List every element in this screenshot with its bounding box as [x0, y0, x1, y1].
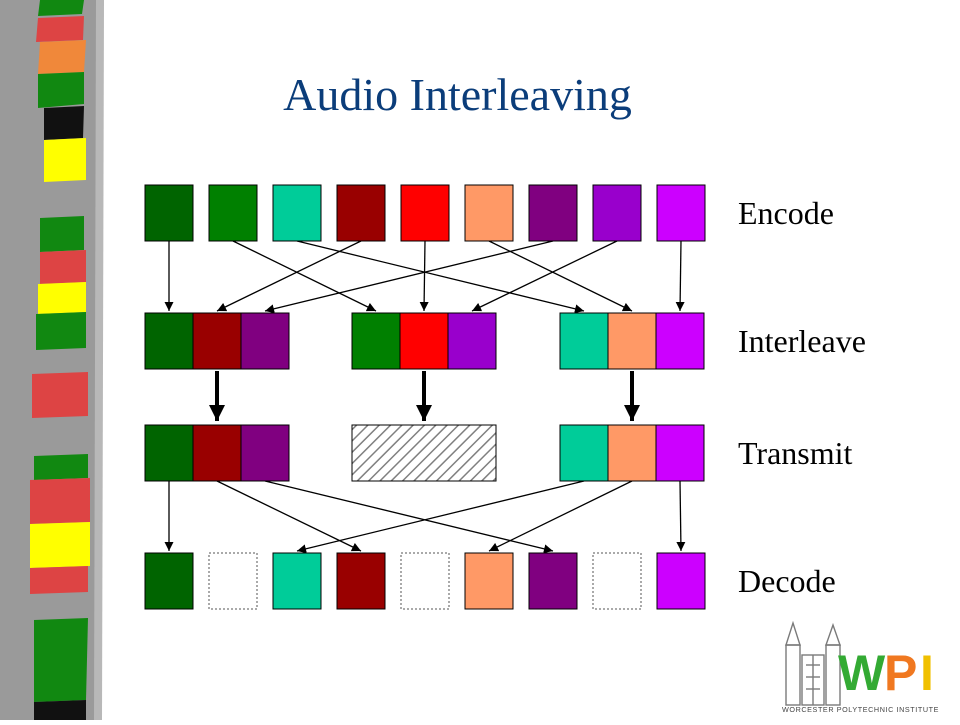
decode-missing-block-2	[208, 552, 258, 610]
encode-block-1	[144, 184, 194, 242]
label-encode: Encode	[738, 195, 834, 231]
arrow-encode-to-interleave-6	[488, 240, 633, 312]
label-decode: Decode	[738, 563, 836, 599]
transmit-block-6	[607, 424, 657, 482]
transmit-block-7	[240, 424, 290, 482]
transmit-block-1	[144, 424, 194, 482]
decode-block-7	[528, 552, 578, 610]
arrow-transmit-to-decode-3	[296, 480, 585, 554]
logo-letter-i: I	[920, 645, 934, 701]
encode-block-9	[656, 184, 706, 242]
arrow-encode-to-interleave-8	[471, 240, 618, 312]
label-interleave: Interleave	[738, 323, 866, 359]
decode-missing-block-8	[592, 552, 642, 610]
interleave-block-8	[447, 312, 497, 370]
arrow-transmit-to-decode-7	[264, 480, 554, 554]
decode-block-1	[144, 552, 194, 610]
interleave-block-2	[351, 312, 401, 370]
lost-packet-block	[351, 424, 497, 482]
interleave-block-3	[559, 312, 609, 370]
logo-letter-p: P	[884, 645, 917, 701]
encode-block-6	[464, 184, 514, 242]
transmit-block-4	[192, 424, 242, 482]
decorative-left-strip	[0, 0, 110, 720]
arrow-encode-to-interleave-3	[296, 240, 585, 314]
arrow-transmit-to-decode-6	[488, 480, 633, 552]
arrows-layer	[164, 240, 686, 554]
encode-block-4	[336, 184, 386, 242]
logo-tagline: WORCESTER POLYTECHNIC INSTITUTE	[782, 705, 939, 714]
decode-block-4	[336, 552, 386, 610]
arrow-encode-to-interleave-9	[675, 240, 685, 312]
encode-block-8	[592, 184, 642, 242]
arrow-encode-to-interleave-5	[419, 240, 429, 312]
interleave-block-4	[192, 312, 242, 370]
decode-block-6	[464, 552, 514, 610]
arrow-transmit-to-decode-4	[216, 480, 362, 552]
encode-block-5	[400, 184, 450, 242]
transmit-block-9	[655, 424, 705, 482]
arrow-encode-to-interleave-2	[232, 240, 377, 312]
interleave-block-1	[144, 312, 194, 370]
decode-block-3	[272, 552, 322, 610]
interleave-block-7	[240, 312, 290, 370]
decode-missing-block-5	[400, 552, 450, 610]
decode-block-9	[656, 552, 706, 610]
building-icon	[785, 620, 841, 706]
wpi-logo: W P I WORCESTER POLYTECHNIC INSTITUTE	[780, 615, 950, 715]
interleave-block-5	[399, 312, 449, 370]
encode-block-3	[272, 184, 322, 242]
interleave-block-9	[655, 312, 705, 370]
slide-title: Audio Interleaving	[283, 69, 632, 120]
blocks-layer	[144, 184, 706, 610]
encode-block-2	[208, 184, 258, 242]
transmit-block-3	[559, 424, 609, 482]
arrow-transmit-to-decode-9	[676, 480, 686, 552]
encode-block-7	[528, 184, 578, 242]
arrow-encode-to-interleave-7	[264, 240, 554, 314]
logo-letter-w: W	[838, 645, 886, 701]
arrow-encode-to-interleave-4	[216, 240, 362, 312]
interleave-block-6	[607, 312, 657, 370]
label-transmit: Transmit	[738, 435, 853, 471]
